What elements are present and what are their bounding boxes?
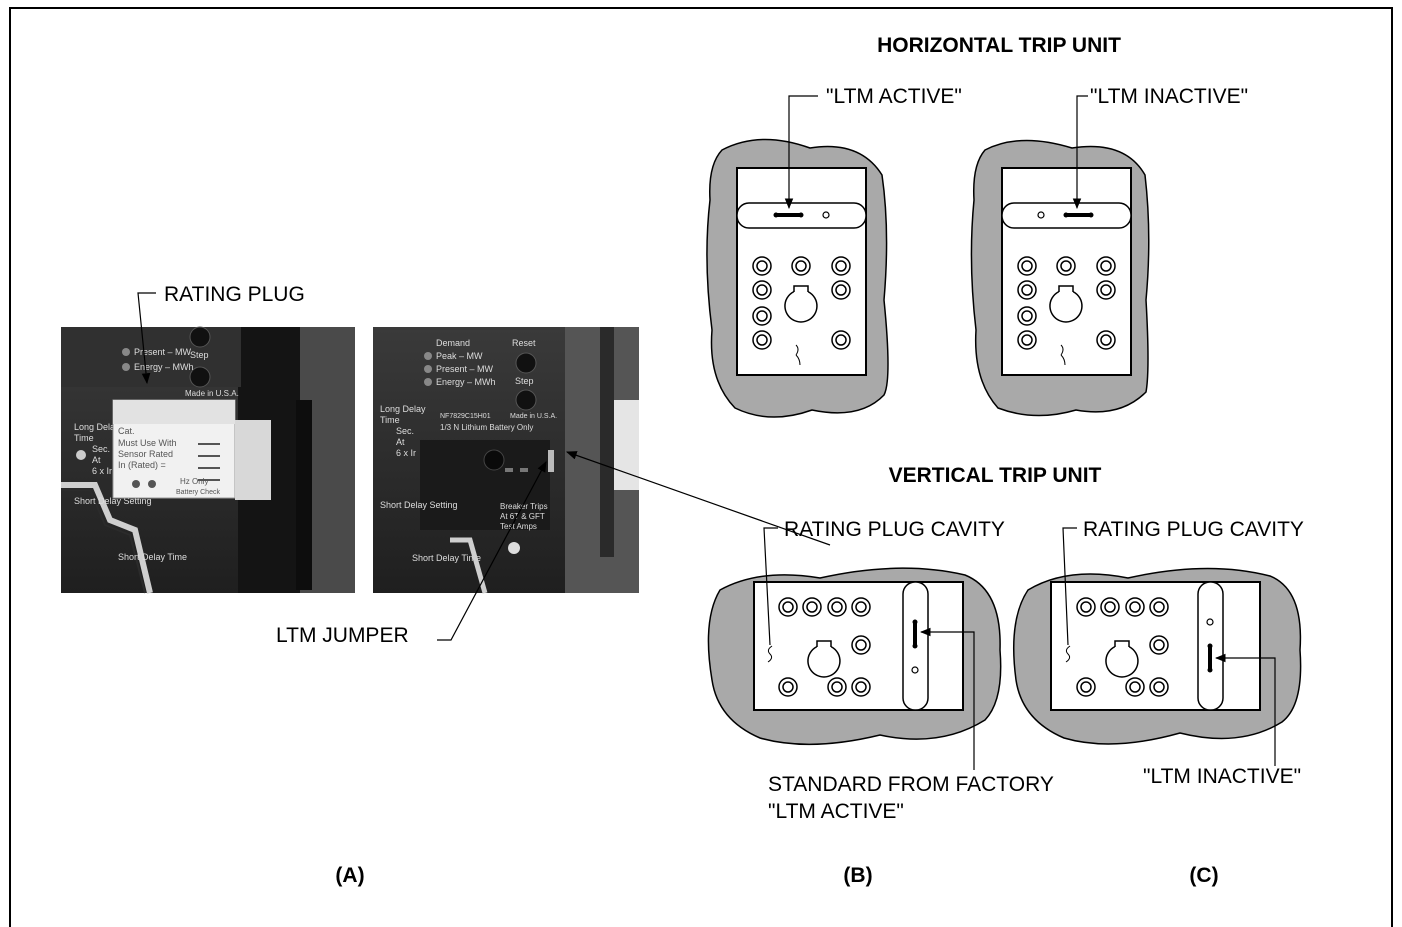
photo-left-long-delay: Long Delay <box>74 422 120 432</box>
photo-right-short-delay-time: Short Delay Time <box>412 553 481 563</box>
vertical-unit-active <box>707 567 1002 746</box>
caption-b: (B) <box>843 864 872 887</box>
photo-right-step: Step <box>515 376 534 386</box>
photo-left-six-ir: 6 x Ir <box>92 466 112 476</box>
ltm-jumper-leader <box>437 461 547 641</box>
ltm-jumper-label: LTM JUMPER <box>276 624 409 647</box>
vertical-title: VERTICAL TRIP UNIT <box>889 464 1102 487</box>
photo-right-demand: Demand <box>436 338 470 348</box>
rating-plug-label: RATING PLUG <box>164 283 305 306</box>
ltm-inactive-v-leader <box>1214 653 1276 766</box>
rating-plug-cavity-c-label: RATING PLUG CAVITY <box>1083 518 1304 541</box>
ltm-inactive-h-leader <box>1072 95 1088 210</box>
photo-left-energy-mwh: Energy – MWh <box>134 362 194 372</box>
rating-plug-cavity-b-leader <box>763 527 778 646</box>
photo-right-battery: 1/3 N Lithium Battery Only <box>440 423 533 432</box>
horizontal-title: HORIZONTAL TRIP UNIT <box>877 34 1121 57</box>
rating-plug-cavity-b-label: RATING PLUG CAVITY <box>784 518 1005 541</box>
photo-right-test-amps: Test Amps <box>500 522 537 531</box>
photo-right-made-in-usa: Made in U.S.A. <box>510 413 557 420</box>
ltm-active-v-label: "LTM ACTIVE" <box>768 800 904 823</box>
photo-right-short-delay-setting: Short Delay Setting <box>380 500 458 510</box>
photo-left-present-mw: Present – MW <box>134 347 192 357</box>
photo-to-diagram-arrow <box>565 451 831 546</box>
photo-right-model: NF7829C15H01 <box>440 413 491 420</box>
photo-right: Demand Peak – MW Present – MW Energy – M… <box>373 327 639 594</box>
ltm-active-v-leader <box>919 627 975 770</box>
photo-right-six-ir: 6 x Ir <box>396 448 416 458</box>
standard-from-factory-label: STANDARD FROM FACTORY <box>768 773 1054 796</box>
ltm-inactive-v-label: "LTM INACTIVE" <box>1143 765 1301 788</box>
photo-right-at-gft: At 6T & GFT <box>500 512 545 521</box>
photo-left-made-in-usa: Made in U.S.A. <box>185 389 239 398</box>
photo-left-must-use-with: Must Use With <box>118 438 177 448</box>
photo-left-at: At <box>92 455 101 465</box>
photo-right-breaker-trips: Breaker Trips <box>500 502 548 511</box>
photo-left-hz-only: Hz Only <box>180 477 208 486</box>
photo-left-sec: Sec. <box>92 444 110 454</box>
photo-right-energy-mwh: Energy – MWh <box>436 377 496 387</box>
vertical-unit-inactive <box>1012 567 1302 745</box>
photo-left-step: Step <box>190 350 209 360</box>
ltm-active-h-leader <box>784 95 818 210</box>
photo-left-short-delay-setting: Short Delay Setting <box>74 496 152 506</box>
ltm-active-h-label: "LTM ACTIVE" <box>826 85 962 108</box>
photo-right-reset: Reset <box>512 338 536 348</box>
photo-right-peak-mw: Peak – MW <box>436 351 483 361</box>
rating-plug-cavity-c-leader <box>1062 527 1077 646</box>
photo-right-sec: Sec. <box>396 426 414 436</box>
photo-left-short-delay-time: Short Delay Time <box>118 552 187 562</box>
photo-left-battery-check: Battery Check <box>176 489 220 496</box>
horizontal-unit-active <box>706 138 889 418</box>
photo-left-in-rated: In (Rated) = <box>118 460 166 470</box>
photo-left-time: Time <box>74 433 94 443</box>
rating-plug-leader <box>137 292 156 385</box>
ltm-inactive-h-label: "LTM INACTIVE" <box>1090 85 1248 108</box>
photo-left-sensor-rated: Sensor Rated <box>118 449 173 459</box>
figure-frame <box>9 7 1393 927</box>
caption-a: (A) <box>335 864 364 887</box>
photo-left: Present – MW Energy – MWh Step Made in U… <box>61 326 355 594</box>
photo-left-cat: Cat. <box>118 426 135 436</box>
horizontal-unit-inactive <box>970 139 1150 417</box>
photo-right-present-mw: Present – MW <box>436 364 494 374</box>
photo-right-at: At <box>396 437 405 447</box>
photo-right-time: Time <box>380 415 400 425</box>
photo-right-long-delay: Long Delay <box>380 404 426 414</box>
caption-c: (C) <box>1189 864 1218 887</box>
